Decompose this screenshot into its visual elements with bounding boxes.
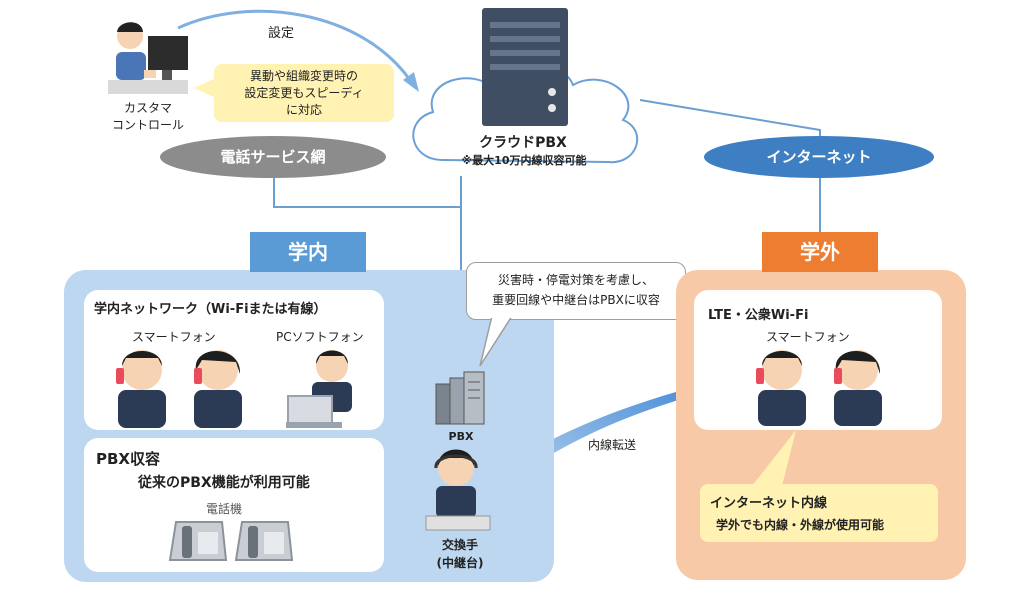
campus-header: 学内 — [250, 232, 366, 272]
internet-ellipse: インターネット — [704, 136, 934, 178]
pbx-server-icon — [435, 371, 485, 425]
lte-wifi-panel — [694, 290, 942, 430]
speed-note-pointer — [194, 78, 216, 98]
customer-control-label: カスタマ コントロール — [100, 100, 196, 134]
internet-extension-desc: 学外でも内線・外線が使用可能 — [716, 518, 885, 532]
disaster-note-line-1: 災害時・停電対策を考慮し、 — [497, 273, 654, 287]
operator-line-1: 交換手 — [441, 538, 478, 552]
speed-note-callout — [214, 64, 394, 122]
desk-phones-icon — [168, 521, 294, 561]
operator-label: 交換手 (中継台) — [420, 536, 500, 572]
speed-note-line-1: 異動や組織変更時の — [249, 69, 358, 83]
offcampus-smartphone-users-icon — [756, 350, 882, 426]
extension-transfer-arrow — [485, 372, 712, 492]
settings-arrow — [177, 9, 412, 81]
phone-service-network-ellipse: 電話サービス網 — [160, 136, 386, 178]
internet-extension-title: インターネット内線 — [710, 496, 828, 511]
campus-pc-softphone-label: PCソフトフォン — [276, 330, 364, 344]
lte-wifi-title: LTE・公衆Wi-Fi — [708, 308, 809, 323]
settings-arrowhead — [403, 72, 419, 92]
offcampus-header: 学外 — [762, 232, 878, 272]
customer-control-line-2: コントロール — [111, 118, 184, 132]
pbx-box-desc: 従来のPBX機能が利用可能 — [138, 475, 310, 491]
operator-pc-icon — [108, 22, 188, 94]
pc-softphone-user-icon — [286, 350, 352, 428]
speed-note-line-3: に対応 — [285, 103, 322, 117]
campus-smartphone-users-icon — [116, 350, 242, 428]
cloud-subtitle: ※最大10万内線収容可能 — [461, 154, 587, 167]
disaster-note-pointer — [479, 314, 514, 367]
speed-note-text: 異動や組織変更時の 設定変更もスピーディ に対応 — [214, 68, 394, 119]
speed-note-line-2: 設定変更もスピーディ — [244, 86, 364, 100]
cloud-title: クラウドPBX — [479, 135, 567, 151]
desk-phone-label: 電話機 — [206, 502, 243, 516]
disaster-note-callout — [466, 262, 686, 320]
disaster-note-text: 災害時・停電対策を考慮し、 重要回線や中継台はPBXに収容 — [466, 270, 686, 310]
pbx-accommodation-panel — [84, 438, 384, 572]
internet-extension-callout — [700, 484, 938, 542]
pbx-label: PBX — [448, 430, 474, 443]
extension-transfer-label: 内線転送 — [588, 438, 637, 452]
campus-network-title: 学内ネットワーク（Wi-Fiまたは有線） — [94, 302, 327, 317]
offcampus-smartphone-label: スマートフォン — [766, 330, 850, 344]
customer-control-line-1: カスタマ — [123, 101, 172, 115]
operator-line-2: (中継台) — [436, 556, 484, 570]
disaster-note-line-2: 重要回線や中継台はPBXに収容 — [492, 293, 660, 307]
phone-network-line — [273, 178, 461, 208]
operator-icon — [425, 449, 491, 531]
pbx-box-title: PBX収容 — [96, 450, 160, 468]
settings-label: 設定 — [268, 26, 295, 41]
campus-smartphone-label: スマートフォン — [132, 330, 216, 344]
internet-extension-pointer — [752, 430, 796, 486]
cloud-server-icon — [482, 8, 568, 126]
